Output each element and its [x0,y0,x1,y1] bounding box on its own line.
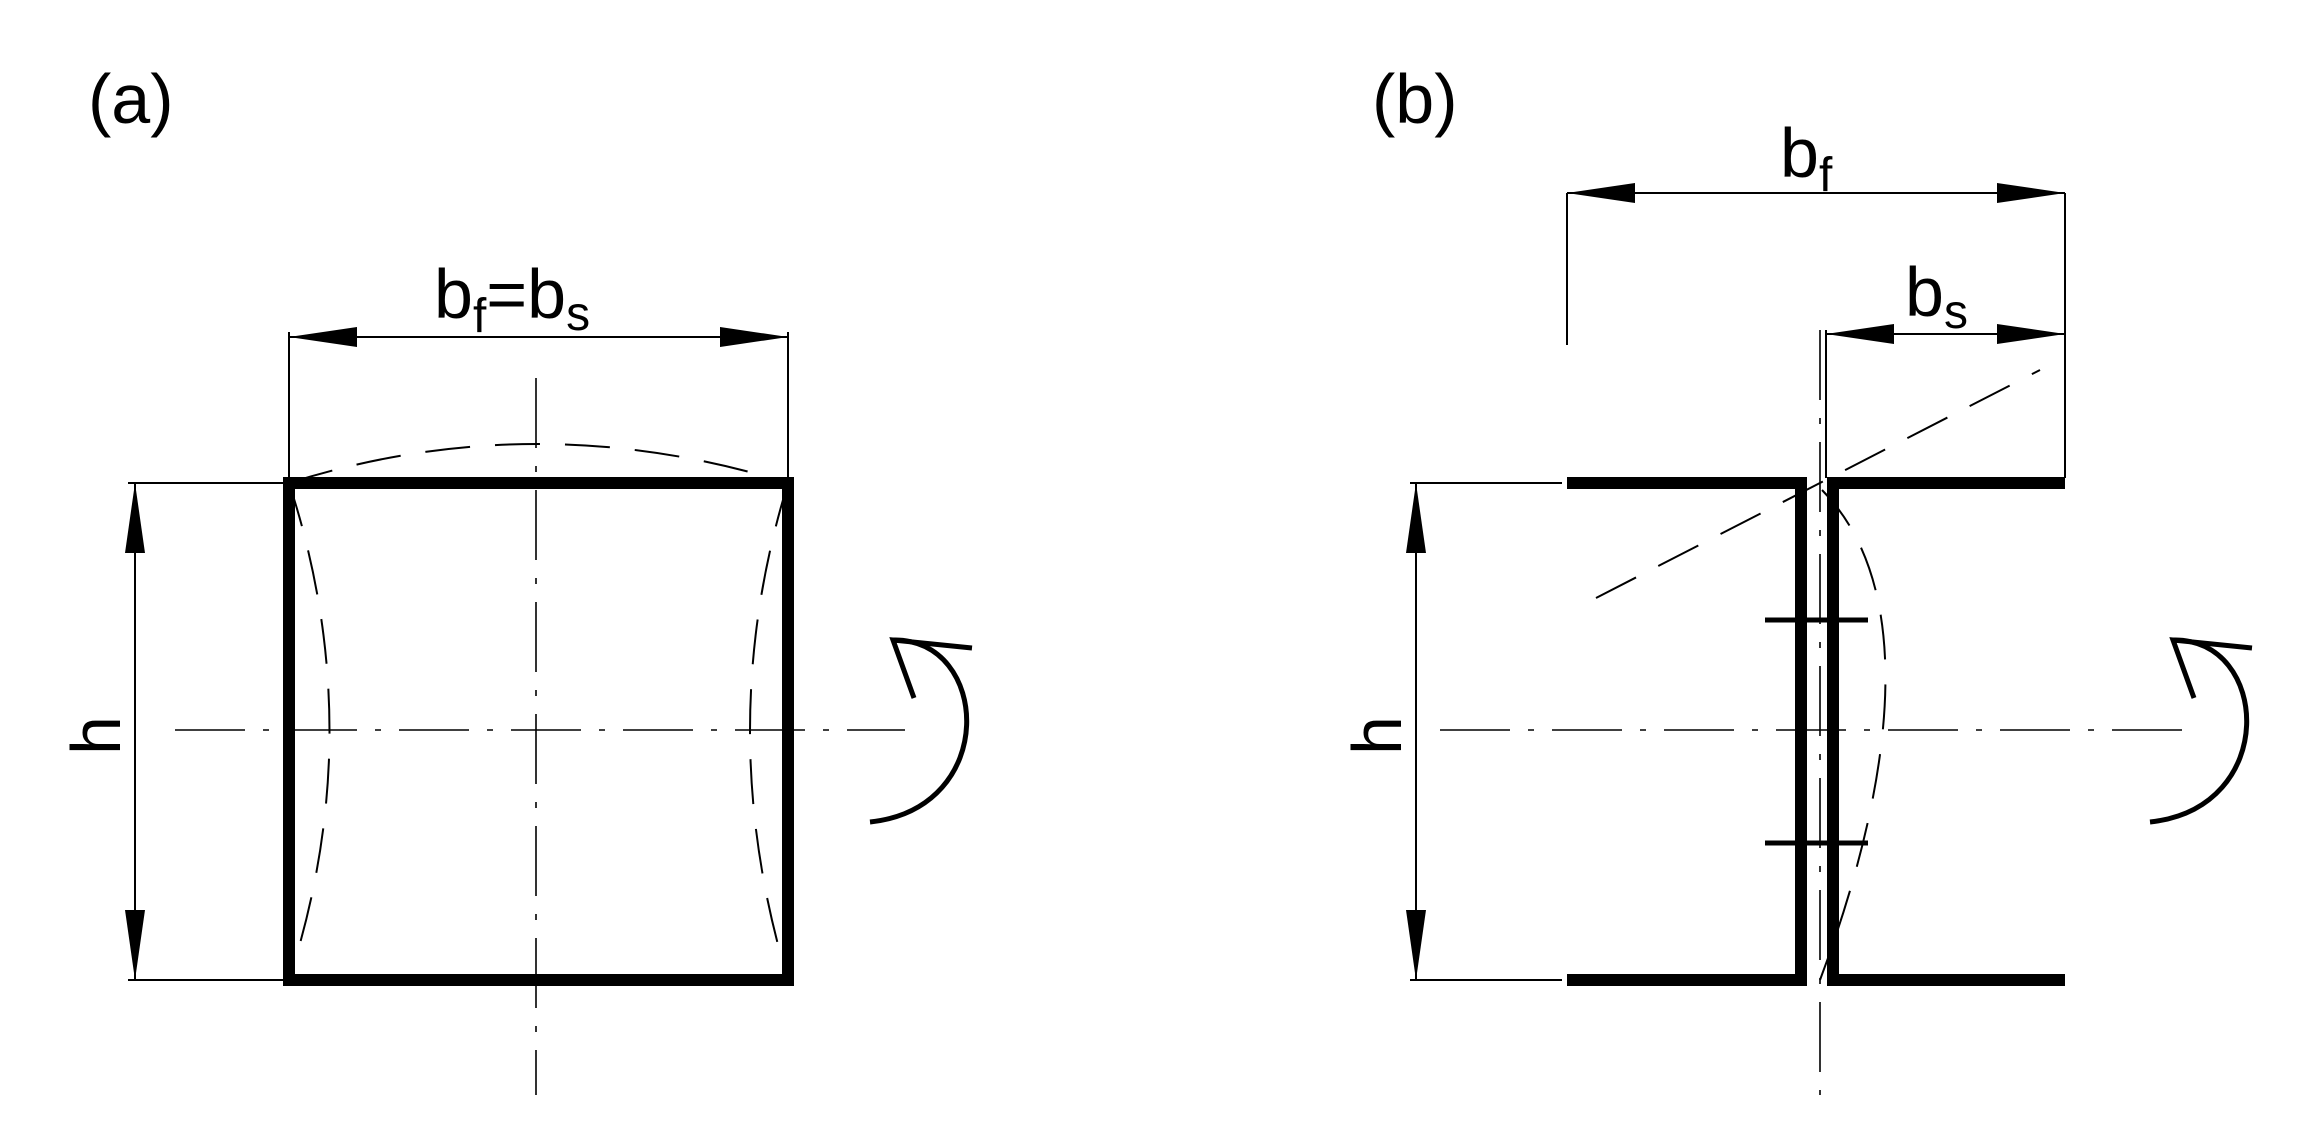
panel-a-left-arrow-bottom [125,910,145,980]
panel-a-left-dim-label: h [57,716,135,755]
panel-b-left-dim-label: h [1338,716,1416,755]
panel-b-left-arrow-bottom [1406,910,1426,980]
panel-a-label: (a) [88,60,174,138]
panel-a-deformed-right-web [749,482,789,981]
panel-b-right-channel [1827,477,2065,986]
panel-b-deformed-diagonal [1595,369,2041,599]
panel-a-box-section [283,477,794,986]
panel-b-deformed-curve [1819,489,1887,981]
panel-b-inner-arrow-right [1997,324,2065,344]
panel-b-top-dim-label: bf [1780,114,1833,202]
panel-b-rotation-arrowhead-icon [2169,637,2253,699]
panel-a: (a) bf=bs h [57,60,973,1095]
panel-b: (b) bf bs [1338,60,2253,1095]
panel-a-top-arrow-left [289,327,357,347]
panel-a-top-arrow-right [720,327,788,347]
panel-b-top-arrow-right [1997,183,2065,203]
panel-a-deformed-top-flange [288,443,789,484]
panel-a-rotation-arrowhead-icon [889,637,973,699]
panel-b-left-channel [1567,477,1807,986]
panel-a-left-arrow-top [125,483,145,553]
panel-b-left-arrow-top [1406,483,1426,553]
panel-a-top-dim-label: bf=bs [434,255,590,343]
panel-b-label: (b) [1372,60,1458,138]
panel-b-rotation-icon [2149,637,2250,825]
panel-a-rotation-icon [869,637,970,825]
panel-b-inner-dim-label: bs [1905,253,1968,339]
panel-a-deformed-left-web [288,482,331,981]
panel-b-top-arrow-left [1567,183,1635,203]
panel-b-inner-arrow-left [1826,324,1894,344]
